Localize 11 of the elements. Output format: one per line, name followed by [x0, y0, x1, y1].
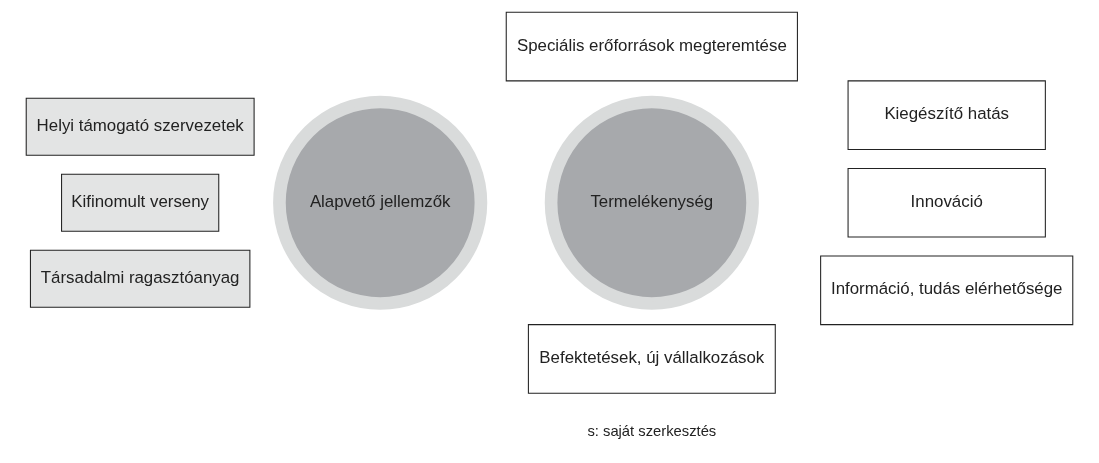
node-box: Társadalmi ragasztóanyag	[29, 249, 251, 308]
node-circle: Termelékenység	[544, 95, 759, 310]
node-box: Innováció	[847, 167, 1046, 238]
node-box: Befektetések, új vállalkozások	[527, 324, 776, 394]
node-box: Kifinomult verseny	[61, 173, 220, 232]
node-box: Speciális erőforrások megteremtése	[505, 11, 798, 82]
label: s: saját szerkesztés	[587, 422, 717, 439]
node-box: Információ, tudás elérhetősége	[820, 255, 1074, 326]
node-box: Kiegészítő hatás	[847, 80, 1046, 150]
node-circle: Alapvető jellemzők	[273, 95, 488, 310]
node-box: Helyi támogató szervezetek	[25, 97, 255, 156]
